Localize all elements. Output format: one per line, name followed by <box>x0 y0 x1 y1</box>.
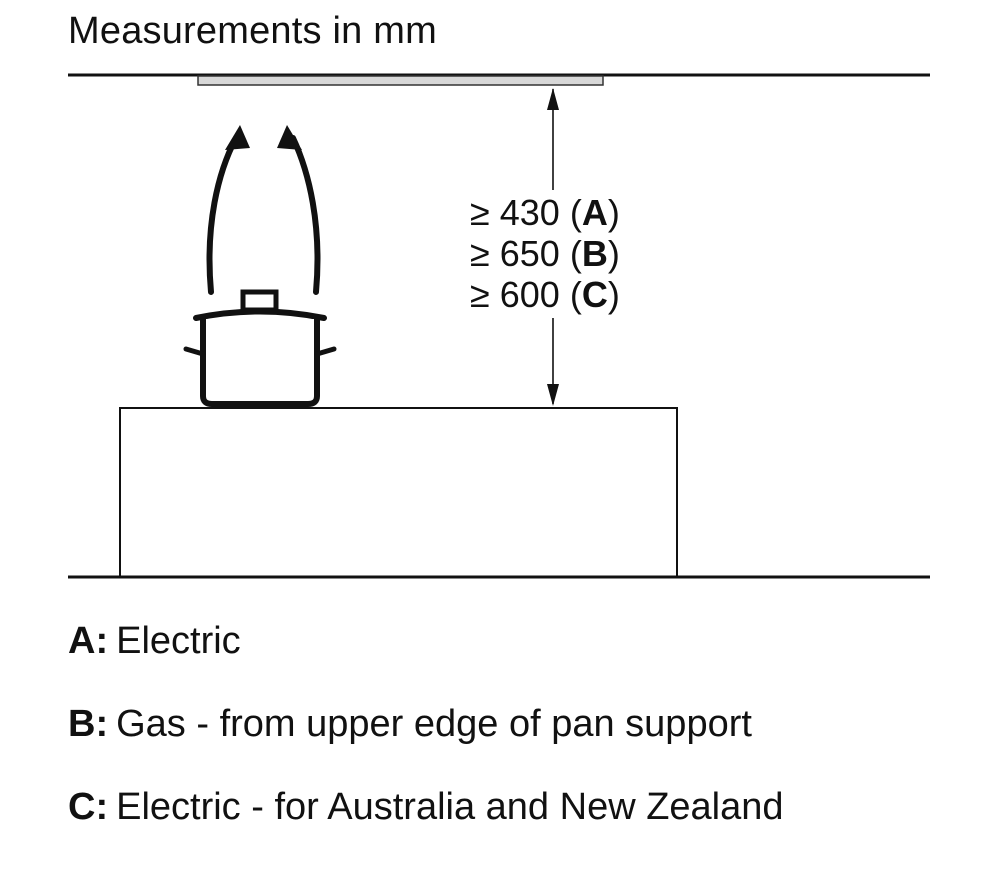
page-title: Measurements in mm <box>68 10 437 52</box>
legend-text: Gas - from upper edge of pan support <box>116 703 752 745</box>
steam-arrow-right <box>290 135 321 295</box>
legend-key: A: <box>68 620 109 662</box>
dimension-arrow-bottom <box>547 384 559 406</box>
legend-text: Electric - for Australia and New Zealand <box>116 786 784 828</box>
steam-arrowhead-left <box>225 125 250 150</box>
dimension-label-c: ≥ 600 (C) <box>470 274 620 315</box>
pot-lid-knob <box>240 289 279 313</box>
steam-arrow-left <box>206 135 239 295</box>
pot-handle-left <box>183 346 206 357</box>
pot-lid <box>193 308 327 321</box>
dimension-label-a: ≥ 430 (A) <box>470 192 620 233</box>
dimension-labels: ≥ 430 (A)≥ 650 (B)≥ 600 (C) <box>470 192 620 315</box>
cooking-pot <box>183 289 337 407</box>
legend-key: C: <box>68 786 109 828</box>
pot-handle-right <box>314 346 337 357</box>
hood-panel <box>197 75 604 86</box>
legend-key: B: <box>68 703 109 745</box>
dimension-text-backing <box>468 190 648 318</box>
legend-item-b: B:Gas - from upper edge of pan support <box>68 701 752 747</box>
dimension-label-b: ≥ 650 (B) <box>470 233 620 274</box>
legend-item-c: C:Electric - for Australia and New Zeala… <box>68 784 784 830</box>
hob-worktop <box>119 407 678 578</box>
dimension-arrow-top <box>547 88 559 110</box>
legend-text: Electric <box>116 620 241 662</box>
steam-arrowhead-right <box>277 125 302 150</box>
pot-body <box>200 319 320 407</box>
legend-item-a: A:Electric <box>68 618 241 664</box>
